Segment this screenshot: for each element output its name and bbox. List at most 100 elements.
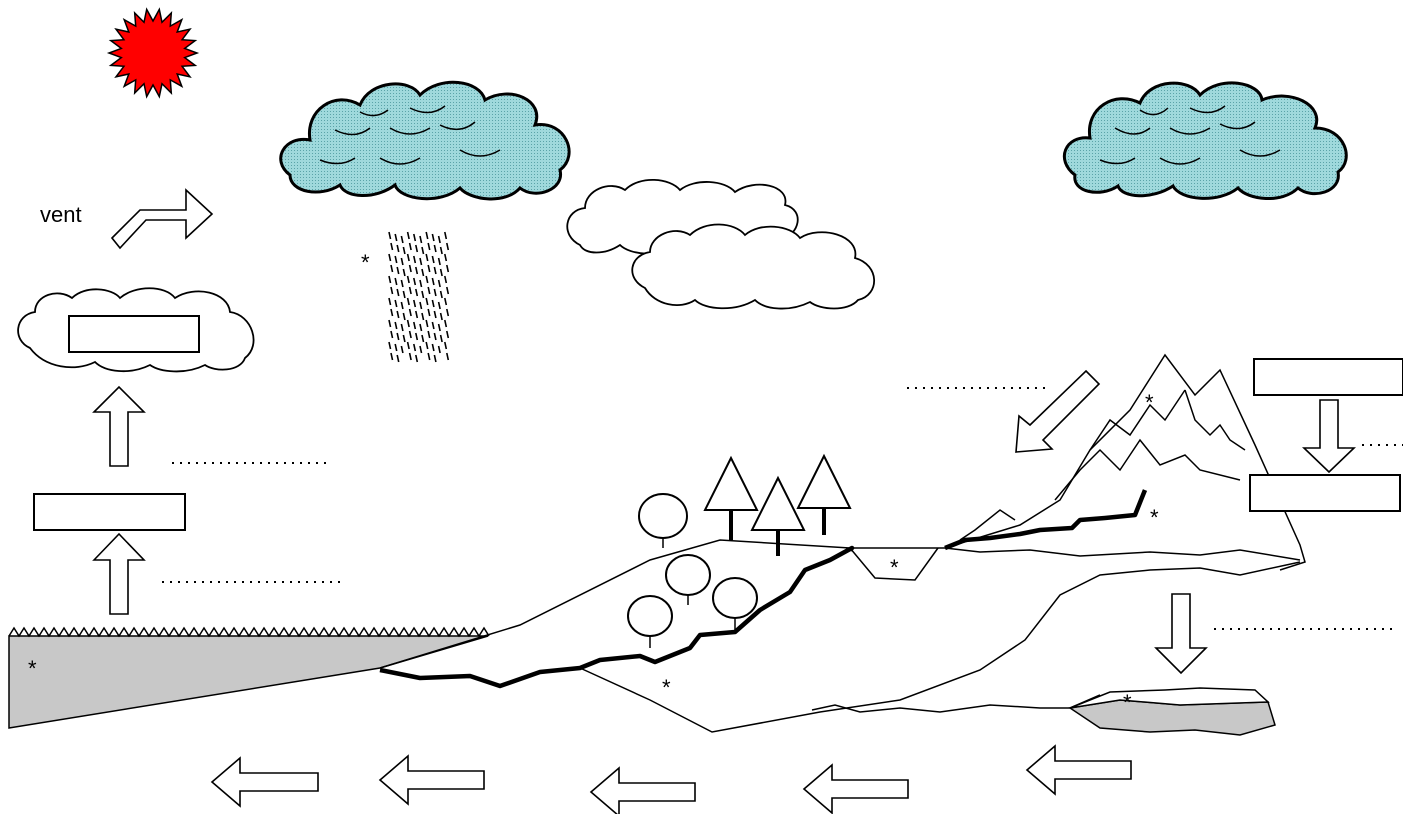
raindrop [408,254,410,261]
raindrop [439,258,441,265]
raindrop [414,256,416,263]
raindrop [416,311,418,318]
raindrop [422,313,424,320]
raindrop [416,245,418,252]
raindrop [432,322,434,329]
answer-box-cloud[interactable] [69,316,199,352]
raindrop [397,245,399,252]
up-arrow-lower-icon [94,534,144,614]
raindrop [432,344,434,351]
raindrop [428,309,430,316]
raindrop [403,247,405,254]
raindrop [408,298,410,305]
raindrop [403,335,405,342]
ground-marker: * [662,675,671,700]
raindrop [395,300,397,307]
raindrop [420,346,422,353]
raindrop [426,232,428,239]
left-arrow-icon [380,756,484,804]
raindrop [420,324,422,331]
raindrop [401,236,403,243]
raindrop [434,267,436,274]
wind-arrow-icon [112,190,212,248]
raindrop [414,300,416,307]
rain-streaks [389,232,448,362]
raindrop [410,287,412,294]
raindrop [422,291,424,298]
raindrop [426,254,428,261]
raindrop [414,322,416,329]
raindrop [401,258,403,265]
cloud-white-center [567,180,874,309]
raindrop [410,265,412,272]
raindrop [410,353,412,360]
raindrop [410,331,412,338]
raindrop [391,243,393,250]
raindrop [445,254,447,261]
raindrop [439,302,441,309]
raindrop [428,287,430,294]
tree-icon [628,456,850,648]
down-arrow-right-icon [1304,400,1354,472]
reservoir-marker: * [1123,690,1132,715]
rain-marker: * [361,250,370,275]
raindrop [397,311,399,318]
raindrop [395,278,397,285]
raindrop [397,333,399,340]
raindrop [414,344,416,351]
left-arrow-icon [804,765,908,813]
raindrop [401,302,403,309]
raindrop [428,331,430,338]
raindrop [445,342,447,349]
answer-box-runoff[interactable] [1250,475,1400,511]
raindrop [422,269,424,276]
raindrop [445,298,447,305]
raindrop [439,346,441,353]
raindrop [389,298,391,305]
raindrop [432,278,434,285]
raindrop [428,353,430,360]
raindrop [389,254,391,261]
raindrop [395,256,397,263]
raindrop [441,269,443,276]
left-arrow-icon [1027,746,1131,794]
raindrop [441,335,443,342]
raindrop [432,234,434,241]
raindrop [447,287,449,294]
raindrop [416,267,418,274]
raindrop [395,234,397,241]
raindrop [414,234,416,241]
raindrop [420,280,422,287]
snow-marker-lower: * [1150,505,1159,530]
raindrop [391,353,393,360]
raindrop [414,278,416,285]
raindrop [403,269,405,276]
raindrop [389,232,391,239]
raindrop [428,243,430,250]
raindrop [403,313,405,320]
groundwater-flow-arrows [212,746,1131,814]
raindrop [422,335,424,342]
raindrop [416,289,418,296]
raindrop [391,331,393,338]
lake-marker: * [890,555,899,580]
raindrop [397,267,399,274]
raindrop [439,280,441,287]
raindrop [397,289,399,296]
raindrop [434,289,436,296]
raindrop [439,324,441,331]
raindrop [445,320,447,327]
answer-box-snow[interactable] [1254,359,1403,395]
raindrop [434,355,436,362]
raindrop [391,265,393,272]
raindrop [432,256,434,263]
raindrop [401,280,403,287]
answer-box-evaporation[interactable] [34,494,185,530]
raindrop [432,300,434,307]
wind-label: vent [40,202,82,227]
raindrop [410,309,412,316]
raindrop [408,276,410,283]
raindrop [445,276,447,283]
raindrop [395,344,397,351]
